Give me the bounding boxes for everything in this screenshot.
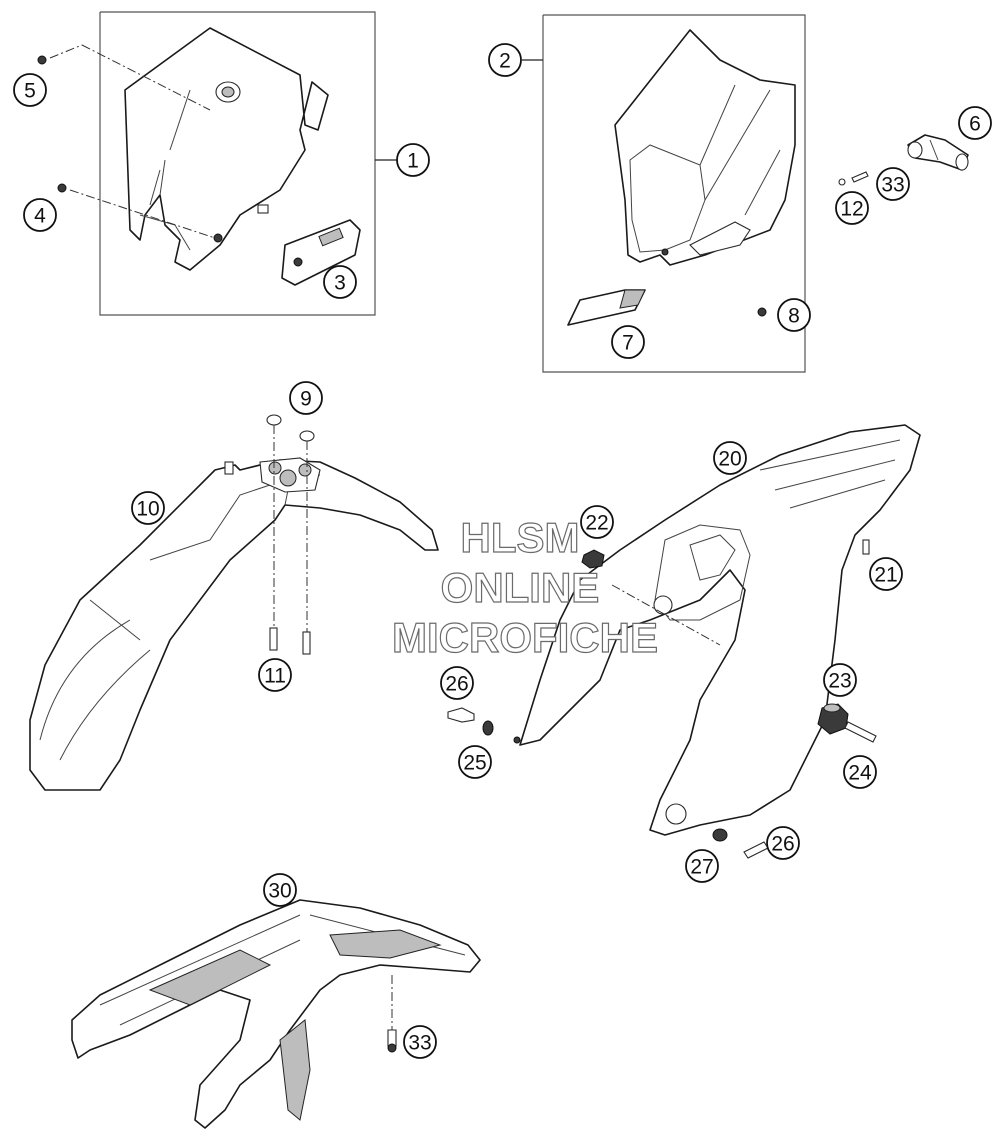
callout-5: 5 (13, 73, 47, 107)
callout-10-label: 10 (136, 498, 159, 521)
rubber-buffer-23 (817, 703, 849, 735)
screw-33-bottom (387, 1029, 397, 1053)
callout-24-label: 24 (848, 762, 872, 785)
callout-26-right: 26 (766, 826, 800, 860)
callout-4-label: 4 (34, 205, 46, 228)
washer-12 (838, 178, 846, 186)
group-1-frame (99, 11, 398, 316)
washer-27 (712, 828, 728, 842)
washer-25 (482, 720, 494, 736)
watermark-line-3: MICROFICHE (392, 614, 658, 661)
callout-11: 11 (258, 658, 292, 692)
screw-8 (757, 307, 767, 317)
callout-11-label: 11 (264, 665, 286, 688)
callout-23-label: 23 (828, 670, 851, 693)
callout-25-label: 25 (463, 752, 486, 775)
screw-4 (57, 183, 216, 239)
callout-30: 30 (263, 873, 297, 907)
mask-sticker (567, 289, 646, 326)
callout-7-label: 7 (622, 332, 634, 355)
callout-1-label: 1 (407, 150, 419, 173)
screw-26-left (447, 707, 475, 723)
callout-6-label: 6 (969, 113, 981, 136)
callout-26-right-label: 26 (771, 833, 794, 856)
nut-22 (581, 549, 605, 569)
callout-26-left-label: 26 (445, 673, 468, 696)
callout-21: 21 (869, 557, 903, 591)
plate-bracket (281, 219, 361, 286)
headlight-mask (614, 29, 796, 266)
callout-7: 7 (611, 325, 645, 359)
screw-24 (844, 721, 877, 743)
callout-10: 10 (131, 491, 165, 525)
callout-9-label: 9 (300, 388, 312, 411)
callout-9: 9 (289, 381, 323, 415)
front-fender (29, 457, 439, 791)
watermark-line-1: HLSM (461, 514, 580, 561)
callout-23: 23 (823, 663, 857, 697)
callout-3-label: 3 (334, 272, 346, 295)
callout-33-bottom-label: 33 (408, 1032, 431, 1055)
callout-20: 20 (713, 441, 747, 475)
screws-11 (269, 627, 311, 655)
callout-8-label: 8 (788, 305, 800, 328)
callout-33-top: 33 (876, 167, 910, 201)
callout-1: 1 (396, 143, 430, 177)
watermark-line-2: ONLINE (441, 564, 600, 611)
cable-holder (907, 134, 969, 171)
washers-9 (266, 414, 315, 645)
callout-5-label: 5 (24, 80, 36, 103)
callout-12-label: 12 (840, 198, 863, 221)
callout-21-label: 21 (874, 564, 897, 587)
screw-26-right (743, 841, 769, 859)
callout-12: 12 (835, 191, 869, 225)
callout-27: 27 (685, 849, 719, 883)
callout-8: 8 (777, 298, 811, 332)
screw-5 (37, 44, 211, 111)
mud-guard (71, 899, 481, 1129)
screw-33-top (851, 171, 869, 183)
callout-3: 3 (323, 265, 357, 299)
callout-33-top-label: 33 (881, 174, 904, 197)
callout-26-left: 26 (440, 666, 474, 700)
callout-33-bottom: 33 (403, 1025, 437, 1059)
callout-4: 4 (23, 198, 57, 232)
rear-fender (513, 424, 921, 836)
callout-6: 6 (958, 106, 992, 140)
callout-25: 25 (458, 745, 492, 779)
watermark: HLSM ONLINE MICROFICHE (391, 513, 658, 661)
callout-2-label: 2 (499, 50, 511, 73)
callout-30-label: 30 (268, 880, 291, 903)
group-2-frame (522, 14, 806, 373)
callout-22-label: 22 (585, 512, 608, 535)
callout-24: 24 (843, 755, 877, 789)
screw-21 (862, 539, 870, 555)
number-plate-cover (124, 27, 329, 271)
callout-27-label: 27 (690, 856, 713, 879)
callout-2: 2 (488, 43, 522, 77)
callout-22: 22 (580, 505, 614, 539)
callout-20-label: 20 (718, 448, 741, 471)
